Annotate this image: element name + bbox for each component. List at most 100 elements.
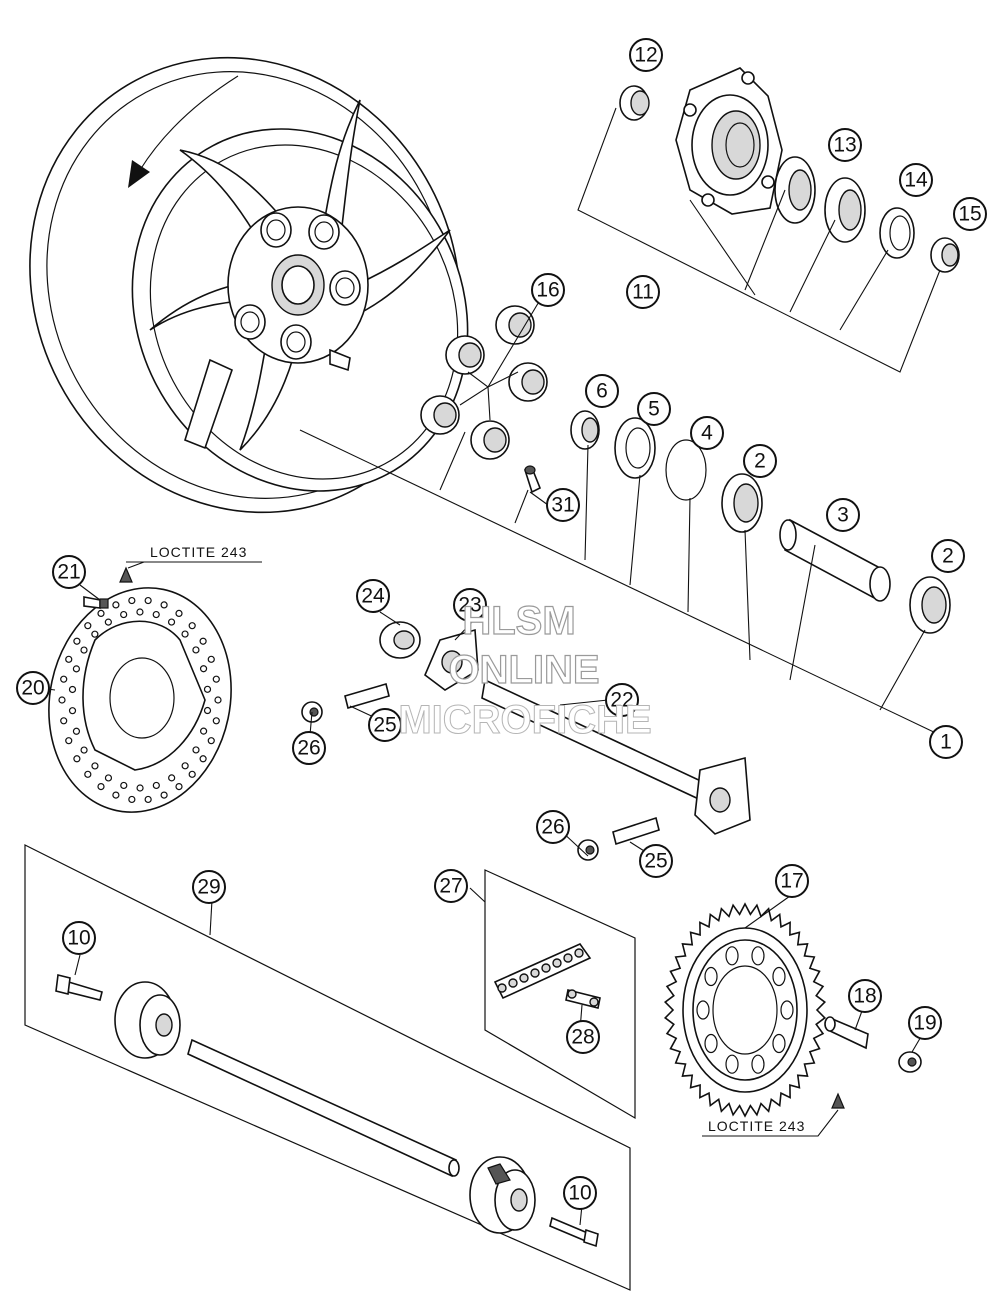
callout-22: 22: [605, 683, 639, 717]
part-3-spacer-tube: [779, 518, 891, 602]
disc-hole: [160, 601, 168, 609]
chain-roller: [574, 948, 584, 958]
disc-hole: [72, 727, 81, 735]
disc-hole: [144, 596, 152, 605]
svg-text:26: 26: [541, 816, 564, 839]
loctite-label-top: LOCTITE 243: [150, 544, 247, 560]
part-11-carrier: [675, 67, 783, 215]
sprocket-carrier-assembly: [577, 67, 960, 373]
svg-text:17: 17: [780, 870, 803, 893]
svg-text:26: 26: [297, 737, 320, 760]
callout-2a: 2: [743, 444, 777, 478]
callout-14: 14: [899, 163, 933, 197]
part-23-adjuster: [424, 628, 479, 691]
callout-15: 15: [953, 197, 987, 231]
tool-kit-frame: [24, 844, 631, 1291]
chain-roller: [519, 973, 529, 983]
svg-text:13: 13: [833, 134, 856, 157]
chain-roller: [508, 978, 518, 988]
disc-hole: [72, 665, 80, 673]
callout-1: 1: [929, 725, 963, 759]
part-21-bolt: [83, 566, 133, 609]
disc-hole: [192, 746, 200, 754]
disc-hole: [112, 791, 120, 799]
disc-hole: [152, 781, 160, 790]
callout-2b: 2: [931, 539, 965, 573]
disc-hole: [104, 774, 113, 782]
callout-12: 12: [629, 38, 663, 72]
svg-text:6: 6: [596, 380, 608, 403]
disc-hole: [207, 655, 215, 663]
part-5-seal: [614, 417, 656, 479]
callout-4: 4: [690, 416, 724, 450]
disc-hole: [120, 610, 128, 619]
sprocket-window: [704, 1033, 718, 1054]
chain-kit-frame: [484, 869, 636, 1120]
svg-text:25: 25: [373, 714, 396, 737]
callout-10a: 10: [62, 921, 96, 955]
part-25-bolt-right: [612, 816, 660, 846]
loctite-note-bottom: LOCTITE 243: [702, 1109, 839, 1137]
disc-hole: [68, 707, 77, 715]
part-27-chain: [493, 943, 592, 1000]
svg-text:10: 10: [67, 927, 90, 950]
part-12-spacer: [619, 85, 650, 121]
svg-text:3: 3: [837, 504, 849, 527]
callout-17: 17: [775, 864, 809, 898]
part-19-nut: [898, 1051, 922, 1073]
disc-hole: [188, 770, 196, 778]
part-4-circlip: [665, 439, 707, 501]
disc-hole: [128, 596, 136, 605]
disc-hole: [199, 665, 208, 673]
svg-text:29: 29: [197, 876, 220, 899]
svg-text:2: 2: [754, 450, 766, 473]
callout-27: 27: [434, 869, 468, 903]
svg-text:21: 21: [57, 561, 80, 584]
svg-text:27: 27: [439, 875, 462, 898]
chain-rollers: [497, 948, 584, 993]
disc-hole: [128, 795, 136, 804]
disc-hole: [214, 696, 222, 704]
disc-holes: [58, 596, 222, 804]
svg-text:23: 23: [458, 594, 481, 617]
disc-hole: [91, 762, 99, 770]
disc-hole: [160, 791, 168, 799]
disc-hole: [192, 646, 200, 654]
callout-6: 6: [585, 374, 619, 408]
svg-text:18: 18: [853, 985, 876, 1008]
svg-text:28: 28: [571, 1026, 594, 1049]
disc-hole: [203, 685, 212, 693]
part-2-bearing-outer: [909, 576, 951, 634]
disc-hole: [175, 609, 183, 617]
disc-hole: [136, 608, 144, 616]
part-22-axle: [481, 678, 751, 835]
part-13-bearings: [774, 156, 866, 243]
callout-10b: 10: [563, 1176, 597, 1210]
svg-text:15: 15: [958, 203, 981, 226]
callout-26a: 26: [292, 731, 326, 765]
watermark: HLSM ONLINE MICROFICHE: [398, 598, 652, 742]
part-17-rear-sprocket: [663, 902, 827, 1118]
part-29-roller-right: [469, 1156, 536, 1234]
sprocket-window: [751, 946, 765, 966]
svg-text:24: 24: [361, 585, 385, 608]
sprocket-window: [772, 1033, 786, 1054]
callout-11: 11: [626, 275, 660, 309]
svg-text:11: 11: [632, 281, 654, 304]
svg-text:31: 31: [551, 494, 574, 517]
disc-hole: [65, 737, 73, 745]
part-2-bearing-inner: [721, 473, 763, 533]
sprocket-window: [772, 966, 786, 987]
chain-roller: [552, 958, 562, 968]
disc-hole: [200, 727, 208, 735]
disc-hole: [175, 783, 183, 791]
disc-hole: [168, 774, 176, 782]
disc-hole: [199, 755, 207, 763]
sprocket-windows: [696, 946, 794, 1074]
disc-hole: [207, 737, 215, 745]
part-29-roller-left: [114, 981, 181, 1059]
part-26-nut-right: [577, 839, 599, 861]
callout-3: 3: [826, 498, 860, 532]
callout-19: 19: [908, 1006, 942, 1040]
